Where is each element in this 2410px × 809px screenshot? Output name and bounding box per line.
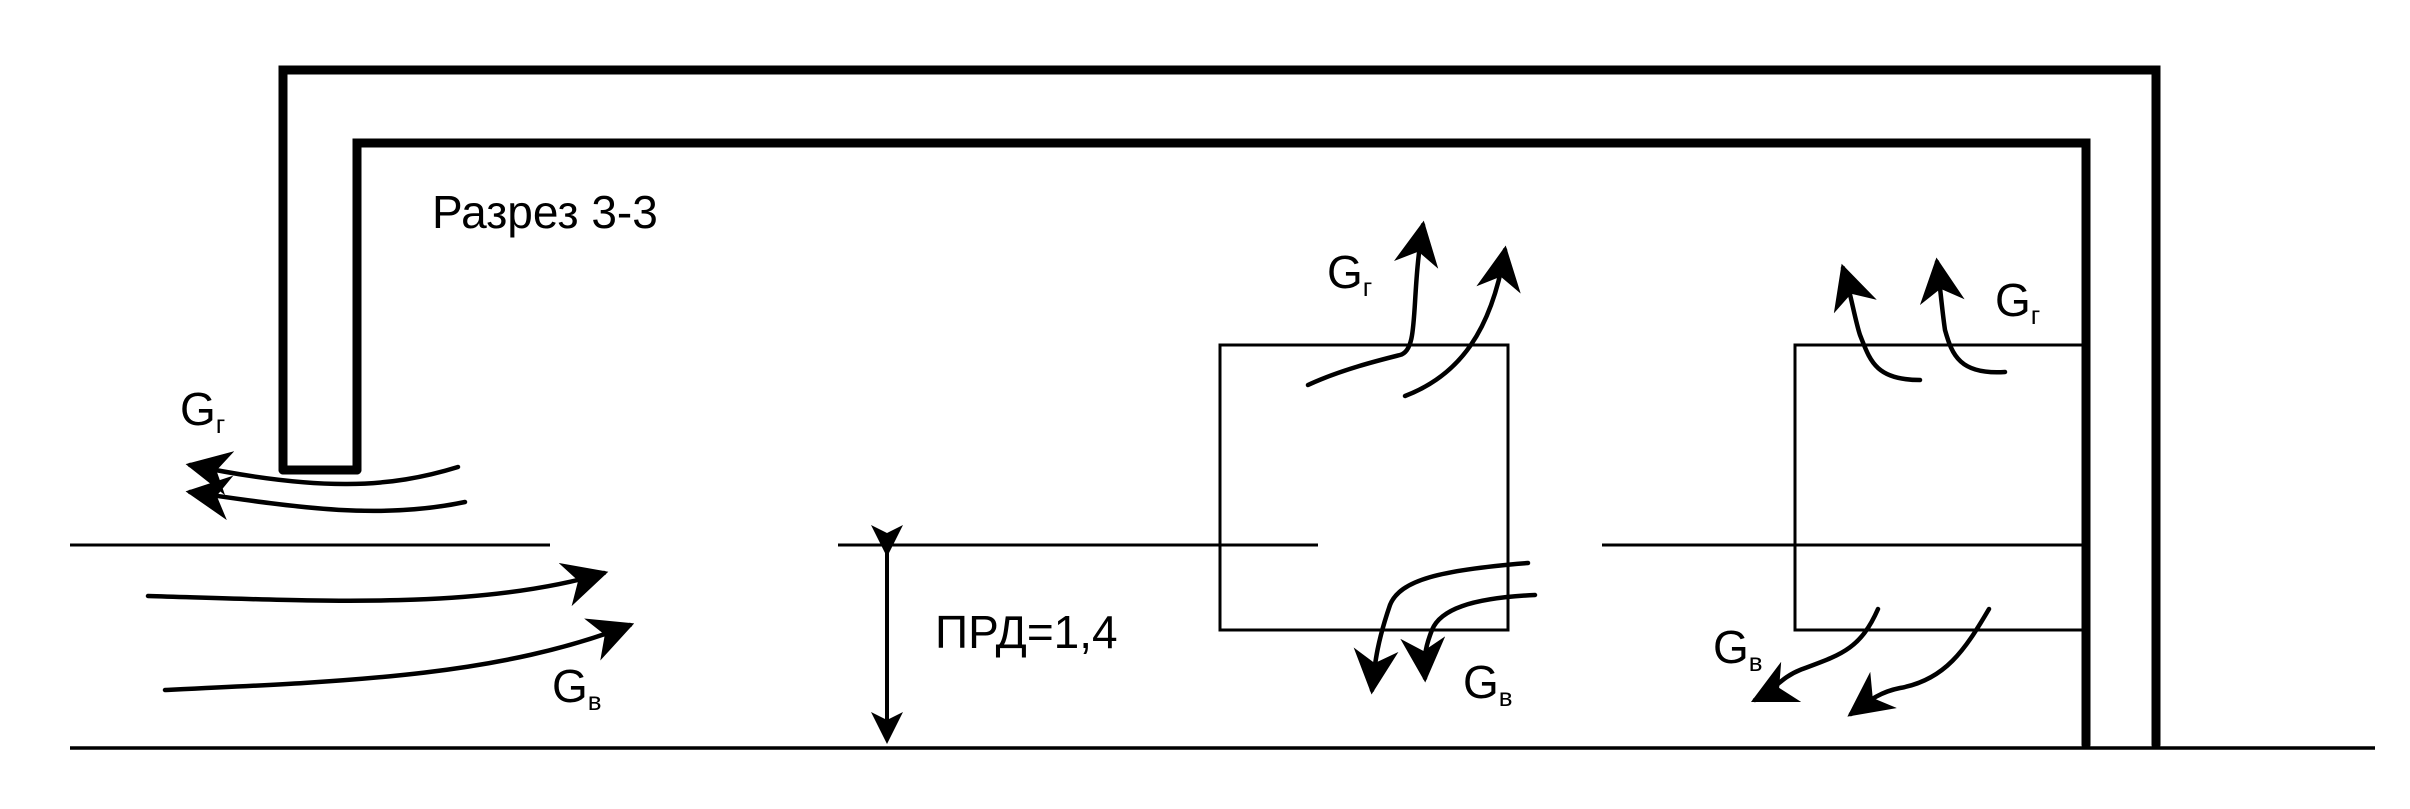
air-label-right: Gв — [1713, 621, 1763, 677]
air-flow-arrow-middle-2 — [1400, 592, 1538, 683]
gas-label-right: Gг — [1995, 274, 2040, 330]
gas-flow-arrow-middle-2 — [1402, 245, 1521, 399]
air-flow-arrow-middle-1 — [1353, 560, 1531, 695]
air-flow-arrow-left-1 — [145, 563, 609, 607]
air-flow-arrow-left-2 — [162, 618, 635, 693]
outer-wall-outline — [278, 65, 2161, 750]
gas-label-middle: Gг — [1327, 246, 1372, 302]
opening-right — [1793, 343, 2088, 632]
air-label-left: Gв — [552, 660, 602, 716]
gas-flow-arrow-right-2 — [1919, 257, 2008, 375]
dimension-label: ПРД=1,4 — [935, 606, 1118, 658]
gas-flow-arrow-right-1 — [1833, 263, 1923, 383]
gas-flow-arrow-middle-1 — [1305, 220, 1439, 388]
gas-flow-arrow-left-1 — [185, 451, 461, 496]
air-flow-arrow-right-1 — [1750, 606, 1881, 703]
air-label-middle: Gв — [1463, 656, 1513, 712]
section-title: Разрез 3-3 — [432, 186, 658, 238]
gas-flow-arrow-left-2 — [185, 475, 468, 521]
opening-middle — [1218, 343, 1510, 632]
gas-label-left: Gг — [180, 383, 225, 439]
air-flow-arrow-right-2 — [1847, 606, 1992, 717]
